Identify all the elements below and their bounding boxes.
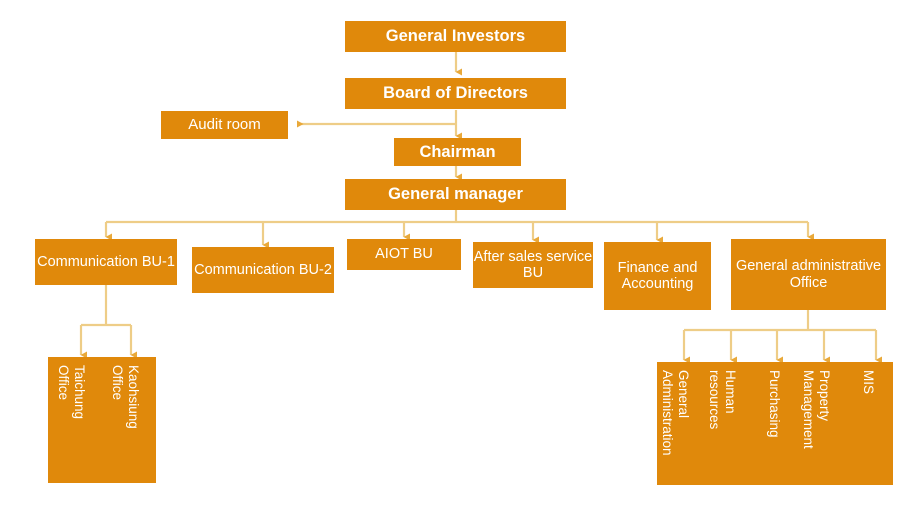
node-audit-room[interactable]: Audit room [161,111,288,139]
node-chairman[interactable]: Chairman [394,138,521,166]
node-purchasing[interactable]: Purchasing [751,362,798,485]
kaohsiung-office-label: Kaohsiung [126,365,141,429]
node-general-investors[interactable]: General Investors [345,21,566,52]
node-taichung-office[interactable]: Taichung Office [48,357,102,483]
node-aiot-bu[interactable]: AIOT BU [347,239,461,270]
node-general-administrative-office[interactable]: General administrative Office [731,239,886,310]
node-finance-and-accounting[interactable]: Finance and Accounting [604,242,711,310]
node-human-resources[interactable]: Human resources [704,362,751,485]
node-board-of-directors[interactable]: Board of Directors [345,78,566,109]
property-management-label-line2: Management [801,370,816,449]
node-communication-bu-2[interactable]: Communication BU-2 [192,247,334,293]
general-administration-label-line2: Administration [660,370,675,456]
node-general-manager[interactable]: General manager [345,179,566,210]
taichung-office-label-line2: Office [56,365,71,401]
mis-label: MIS [861,370,876,395]
node-property-management[interactable]: Property Management [798,362,845,485]
property-management-label: Property [817,370,832,422]
human-resources-label-line2: resources [707,370,722,430]
node-kaohsiung-office[interactable]: Kaohsiung Office [102,357,156,483]
node-general-administration[interactable]: General Administration [657,362,704,485]
node-mis[interactable]: MIS [845,362,893,485]
kaohsiung-office-label-line2: Office [110,365,125,401]
node-communication-bu-1[interactable]: Communication BU-1 [35,239,177,285]
human-resources-label: Human [723,370,738,414]
general-administration-label: General [676,370,691,419]
purchasing-label: Purchasing [767,370,782,438]
node-after-sales-service-bu[interactable]: After sales service BU [473,242,593,288]
taichung-office-label: Taichung [72,365,87,420]
